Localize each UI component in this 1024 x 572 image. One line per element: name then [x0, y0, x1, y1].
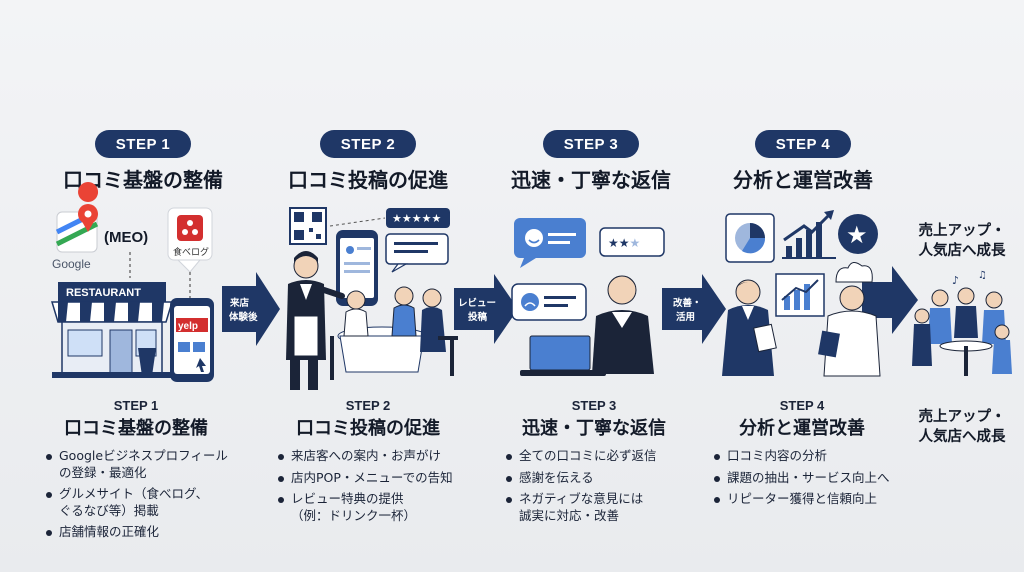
rating-stars-icon: ★★★★★	[386, 208, 450, 228]
goal-caption: 売上アップ・ 人気店へ成長	[918, 409, 1006, 445]
list-item: グルメサイト（食べログ、 ぐるなび等）掲載	[44, 486, 254, 519]
manager-figure	[722, 279, 777, 376]
google-maps-icon	[55, 182, 99, 253]
arrow-1-label-line1: 来店	[229, 297, 250, 309]
phone-yelp-icon	[170, 298, 214, 382]
arrow-1-label-line2: 体験後	[229, 311, 258, 323]
step1-badge: STEP 1	[95, 130, 191, 158]
step4-detail-badge: STEP 4	[779, 398, 825, 413]
google-label: Google	[52, 257, 91, 271]
list-item: 口コミ内容の分析	[712, 448, 908, 465]
list-item: 店内POP・メニューでの告知	[276, 470, 486, 487]
list-item: ネガティブな意見には 誠実に対応・改善	[504, 491, 704, 524]
review-phone-icon	[336, 230, 378, 306]
staff-at-laptop	[520, 275, 654, 376]
report-board-icon	[775, 273, 825, 317]
step2-title: 口コミ投稿の促進	[288, 168, 448, 192]
rating-bubble: ★★★	[599, 227, 665, 257]
arrow-3-label-line2: 活用	[676, 311, 695, 323]
step3-detail-badge: STEP 3	[571, 398, 617, 413]
star-badge-icon: ★	[838, 214, 878, 254]
step2-detail-title: 口コミ投稿の促進	[296, 418, 440, 439]
step4-title: 分析と運営改善	[733, 168, 873, 192]
restaurant-storefront	[50, 282, 174, 378]
speech-bubble-icon	[385, 233, 449, 273]
svg-text:★: ★	[846, 221, 868, 249]
arrow-2-label-line1: レビュー	[458, 297, 496, 309]
flow-arrow-3: 改善・ 活用	[662, 274, 726, 344]
chef-figure	[818, 262, 881, 377]
list-item: 来店客への案内・お声がけ	[276, 448, 486, 465]
list-item: 課題の抽出・サービス向上へ	[712, 470, 908, 487]
goal-title: 売上アップ・ 人気店へ成長	[918, 223, 1006, 259]
list-item: レビュー特典の提供 （例：ドリンク一杯）	[276, 491, 486, 524]
negative-review-bubble	[511, 283, 587, 321]
step4-detail-title: 分析と運営改善	[739, 418, 865, 439]
diners-table	[330, 286, 458, 380]
svg-text:♪: ♪	[952, 274, 959, 287]
step2-badge: STEP 2	[320, 130, 416, 158]
step1-detail-title: 口コミ基盤の整備	[64, 418, 208, 439]
step2-bullets: 来店客への案内・お声がけ 店内POP・メニューでの告知 レビュー特典の提供 （例…	[276, 448, 486, 529]
tabelog-label: 食べログ	[173, 246, 209, 258]
step3-bullets: 全ての口コミに必ず返信 感謝を伝える ネガティブな意見には 誠実に対応・改善	[504, 448, 704, 529]
pie-chart-icon	[725, 213, 775, 263]
list-item: 店舗情報の正確化	[44, 524, 254, 541]
list-item: 全ての口コミに必ず返信	[504, 448, 704, 465]
step4-bullets: 口コミ内容の分析 課題の抽出・サービス向上へ リピーター獲得と信頼向上	[712, 448, 908, 513]
qr-code-icon	[289, 207, 327, 245]
svg-text:♫: ♫	[978, 270, 987, 281]
happy-customers-group: ♪ ♫	[912, 270, 1012, 376]
step1-bullets: Googleビジネスプロフィール の登録・最適化 グルメサイト（食べログ、 ぐる…	[44, 448, 254, 546]
yelp-label: yelp	[178, 321, 198, 332]
waiter-figure	[286, 251, 345, 390]
list-item: Googleビジネスプロフィール の登録・最適化	[44, 448, 254, 481]
meo-label: (MEO)	[104, 229, 148, 246]
list-item: 感謝を伝える	[504, 470, 704, 487]
positive-review-bubble	[514, 218, 586, 268]
arrow-2-label-line2: 投稿	[468, 311, 488, 323]
step4-badge: STEP 4	[755, 130, 851, 158]
step1-detail-badge: STEP 1	[113, 398, 159, 413]
svg-text:★★★★★: ★★★★★	[392, 212, 441, 225]
svg-text:★★★: ★★★	[608, 236, 640, 250]
step3-detail-title: 迅速・丁寧な返信	[522, 418, 666, 439]
arrow-3-label-line1: 改善・	[673, 297, 702, 309]
tabelog-icon	[167, 207, 213, 273]
flow-arrow-1: 来店 体験後	[222, 272, 280, 346]
restaurant-sign: RESTAURANT	[66, 287, 141, 299]
flow-arrow-2: レビュー 投稿	[454, 274, 518, 344]
growth-chart-icon	[782, 210, 836, 259]
list-item: リピーター獲得と信頼向上	[712, 491, 908, 508]
step3-title: 迅速・丁寧な返信	[511, 168, 671, 192]
step3-badge: STEP 3	[543, 130, 639, 158]
step2-detail-badge: STEP 2	[345, 398, 391, 413]
